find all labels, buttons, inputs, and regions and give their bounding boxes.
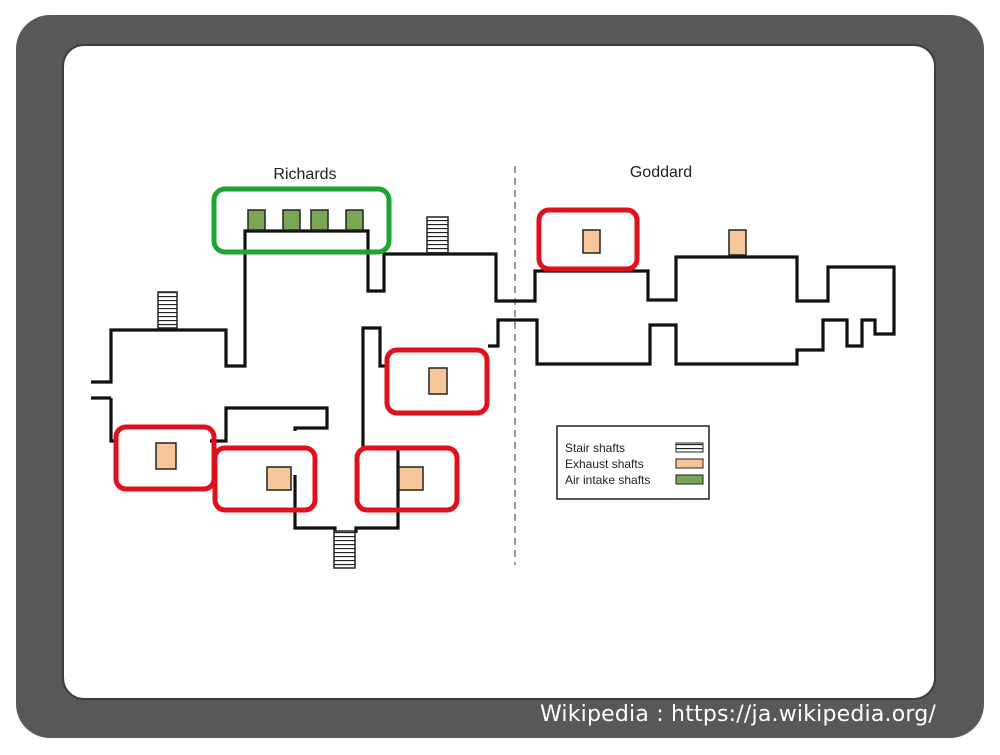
exhaust-shaft bbox=[728, 229, 747, 256]
diagram-panel bbox=[64, 46, 934, 698]
legend: Stair shafts Exhaust shafts Air intake s… bbox=[556, 425, 710, 500]
legend-label-intake: Air intake shafts bbox=[565, 473, 650, 487]
stair-shaft bbox=[157, 291, 178, 329]
exhaust-shafts bbox=[155, 229, 747, 491]
highlight-boxes bbox=[113, 186, 640, 513]
exhaust-highlight bbox=[354, 445, 460, 513]
exhaust-highlight bbox=[536, 207, 640, 272]
exhaust-shaft bbox=[428, 367, 448, 395]
exhaust-highlight bbox=[212, 445, 318, 513]
corridor-walls bbox=[91, 229, 896, 533]
label-goddard: Goddard bbox=[630, 164, 692, 181]
exhaust-shaft bbox=[155, 442, 177, 470]
exhaust-shaft bbox=[582, 229, 601, 254]
legend-label-stair: Stair shafts bbox=[565, 441, 625, 455]
legend-stair-swatch bbox=[675, 442, 704, 453]
air-intake-shaft bbox=[247, 209, 266, 231]
legend-label-exhaust: Exhaust shafts bbox=[565, 457, 644, 471]
air-intake-shaft bbox=[310, 209, 329, 231]
label-richards: Richards bbox=[273, 166, 336, 183]
air-intake-highlight bbox=[211, 186, 392, 255]
stair-shafts bbox=[157, 216, 449, 569]
source-credit: Wikipedia : https://ja.wikipedia.org/ bbox=[539, 702, 936, 727]
air-intake-shaft bbox=[282, 209, 301, 231]
legend-intake-swatch bbox=[675, 474, 704, 485]
exhaust-shaft bbox=[266, 466, 292, 491]
exhaust-shaft bbox=[398, 466, 424, 491]
air-intake-shaft bbox=[345, 209, 364, 231]
stair-shaft bbox=[333, 530, 356, 569]
air-intake-shafts bbox=[247, 209, 364, 231]
legend-exhaust-swatch bbox=[675, 458, 704, 469]
exhaust-highlight bbox=[384, 347, 490, 416]
stair-shaft bbox=[426, 216, 449, 254]
